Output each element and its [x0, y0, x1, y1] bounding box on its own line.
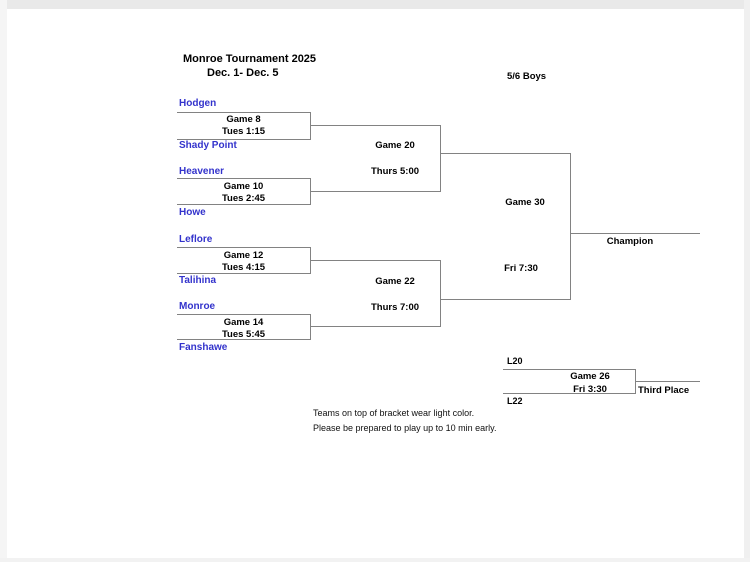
page-title: Monroe Tournament 2025 [183, 53, 317, 65]
game26-label: Game 26 [570, 371, 610, 382]
team-label-hodgen: Hodgen [179, 98, 217, 109]
game10-time: Tues 2:45 [221, 193, 266, 204]
game10-winner-connector [310, 191, 440, 192]
game22-time: Thurs 7:00 [370, 302, 420, 313]
note-light-color: Teams on top of bracket wear light color… [313, 408, 475, 418]
page-edge-left [0, 0, 7, 562]
team-label-monroe: Monroe [179, 301, 216, 312]
game14-right-edge [310, 314, 311, 340]
team-label-heavener: Heavener [179, 166, 225, 177]
game14-winner-connector [310, 326, 440, 327]
game8-time: Tues 1:15 [221, 126, 266, 137]
division-label: 5/6 Boys [507, 71, 547, 82]
semifinal1-winner-line [440, 153, 570, 154]
third-place-top-seed: L20 [507, 356, 523, 366]
game14-time: Tues 5:45 [221, 329, 266, 340]
team-line-howe [177, 204, 310, 205]
final-bracket [570, 153, 571, 300]
note-play-early: Please be prepared to play up to 10 min … [313, 423, 497, 433]
semifinal1-bracket [440, 125, 441, 192]
page-edge-right [744, 0, 750, 562]
team-line-fanshawe [177, 339, 310, 340]
champion-label: Champion [606, 236, 654, 247]
tournament-dates: Dec. 1- Dec. 5 [207, 67, 279, 79]
game8-label: Game 8 [226, 114, 261, 125]
third-place-winner-line [635, 381, 700, 382]
game22-label: Game 22 [375, 276, 415, 287]
team-line-leflore [177, 247, 310, 248]
page-edge-top [0, 0, 750, 9]
team-label-talihina: Talihina [179, 275, 217, 286]
team-line-shady-point [177, 139, 310, 140]
game20-time: Thurs 5:00 [370, 166, 420, 177]
third-place-label: Third Place [638, 385, 690, 396]
game30-label: Game 30 [505, 197, 545, 208]
game14-label: Game 14 [223, 317, 264, 328]
team-line-monroe [177, 314, 310, 315]
game26-time: Fri 3:30 [573, 384, 607, 395]
team-label-howe: Howe [179, 207, 206, 218]
game12-winner-connector [310, 260, 440, 261]
team-line-heavener [177, 178, 310, 179]
third-place-top-line [503, 369, 635, 370]
game12-time: Tues 4:15 [221, 262, 266, 273]
semifinal2-winner-line [440, 299, 570, 300]
team-label-fanshawe: Fanshawe [179, 342, 228, 353]
third-place-bottom-seed: L22 [507, 396, 523, 406]
third-place-bottom-line [503, 393, 635, 394]
game8-winner-connector [310, 125, 440, 126]
team-label-leflore: Leflore [179, 234, 213, 245]
team-line-talihina [177, 273, 310, 274]
team-label-shady-point: Shady Point [179, 140, 237, 151]
game20-label: Game 20 [375, 140, 415, 151]
semifinal2-bracket [440, 260, 441, 327]
page-edge-bottom [0, 558, 750, 562]
game8-right-edge [310, 112, 311, 140]
game30-time: Fri 7:30 [504, 263, 538, 274]
team-line-hodgen [177, 112, 310, 113]
game12-label: Game 12 [223, 250, 264, 261]
game10-label: Game 10 [223, 181, 264, 192]
champion-line [570, 233, 700, 234]
